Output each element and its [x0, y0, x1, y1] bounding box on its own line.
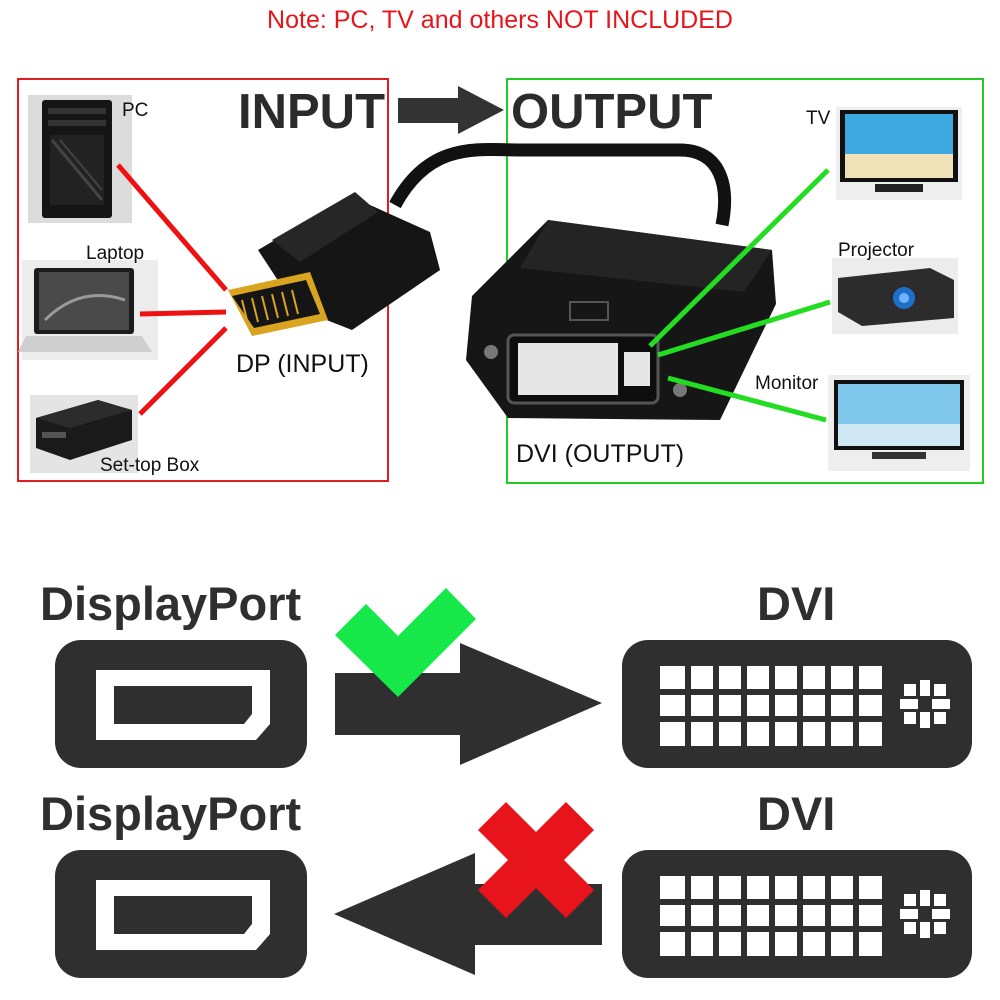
row2-displayport-label: DisplayPort — [40, 787, 302, 840]
projector-icon — [832, 258, 958, 334]
row1-dvi-label: DVI — [757, 577, 836, 630]
row1-displayport-label: DisplayPort — [40, 577, 302, 630]
input-to-output-arrow-icon — [398, 86, 504, 134]
row2-dvi-icon — [622, 850, 972, 978]
tv-icon — [836, 107, 962, 200]
row2-reverse-arrow-icon — [334, 853, 602, 975]
pc-tower-icon — [28, 95, 132, 223]
device-label-set-top-box: Set-top Box — [100, 455, 200, 476]
device-label-projector: Projector — [838, 240, 915, 261]
device-label-monitor: Monitor — [755, 373, 819, 394]
row2-displayport-icon — [55, 850, 307, 978]
laptop-icon — [18, 260, 158, 360]
device-label-laptop: Laptop — [86, 243, 145, 264]
output-connection-lines — [648, 168, 831, 423]
dp-plug-icon — [228, 192, 440, 336]
adapter-cable — [389, 142, 732, 227]
dvi-adapter-body-icon — [466, 220, 776, 420]
dvi-output-label: DVI (OUTPUT) — [516, 440, 685, 468]
row1-dvi-icon — [622, 640, 972, 768]
input-connection-lines — [116, 163, 228, 416]
cross-icon — [478, 802, 594, 918]
dp-input-label: DP (INPUT) — [236, 350, 369, 378]
output-title: OUTPUT — [511, 85, 713, 139]
row1-displayport-icon — [55, 640, 307, 768]
device-label-pc: PC — [122, 100, 149, 121]
device-label-tv: TV — [806, 108, 831, 129]
row2-dvi-label: DVI — [757, 787, 836, 840]
set-top-box-icon — [30, 395, 138, 473]
monitor-icon — [828, 375, 970, 471]
note-text: Note: PC, TV and others NOT INCLUDED — [267, 6, 733, 34]
check-icon — [335, 588, 476, 697]
input-title: INPUT — [238, 85, 385, 139]
